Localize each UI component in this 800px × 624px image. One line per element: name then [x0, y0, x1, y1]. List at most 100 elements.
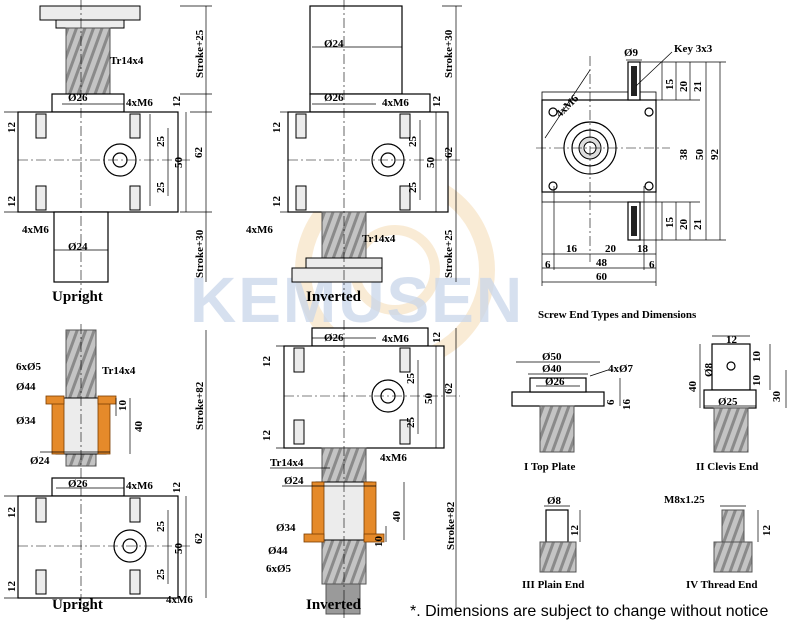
end-type-thread: M8x1.25 12 IV Thread End [664, 494, 773, 591]
upright-nut-labels: 6xØ5 Tr14x4 Ø44 Ø34 10 40 Ø24 Stroke+82 … [6, 361, 206, 613]
dim-stroke82: Stroke+82 [445, 501, 457, 550]
dim-d34: Ø34 [276, 522, 296, 534]
dim-92: 92 [709, 149, 721, 161]
inverted-nut-labels: Ø26 4xM6 12 12 12 25 25 50 62 Tr14x4 4xM… [261, 332, 457, 614]
dim-4xm6: 4xM6 [246, 224, 273, 236]
caption-upright: Upright [52, 597, 103, 613]
dim-m8x1.25: M8x1.25 [664, 494, 705, 506]
dim-stroke25: Stroke+25 [443, 229, 455, 278]
dim-10: 10 [117, 400, 129, 412]
dim-4xm6: 4xM6 [166, 594, 193, 606]
dim-60: 60 [596, 271, 608, 283]
dim-stroke30: Stroke+30 [194, 229, 206, 278]
dim-18: 18 [637, 243, 649, 255]
dim-25: 25 [405, 373, 417, 385]
dim-12: 12 [726, 334, 738, 346]
dim-25: 25 [155, 569, 167, 581]
dim-25: 25 [405, 417, 417, 429]
upright-top-drawing [4, 0, 212, 290]
dim-50: 50 [694, 149, 706, 161]
dim-12: 12 [171, 482, 183, 494]
dim-62: 62 [443, 383, 455, 395]
dim-20: 20 [678, 219, 690, 231]
end-type-plain: Ø8 12 III Plain End [522, 495, 584, 591]
dim-40: 40 [133, 421, 145, 433]
dim-d40: Ø40 [542, 363, 562, 375]
dim-12: 12 [6, 196, 18, 208]
dim-25: 25 [155, 136, 167, 148]
dim-20: 20 [605, 243, 617, 255]
dim-6xd5: 6xØ5 [266, 563, 292, 575]
dim-key3x3: Key 3x3 [674, 43, 713, 55]
dim-15: 15 [664, 217, 676, 229]
dim-12: 12 [761, 525, 773, 537]
dim-6: 6 [545, 259, 551, 271]
upright-top-labels: Tr14x4 Stroke+25 Ø26 4xM6 12 12 12 25 25… [6, 29, 206, 305]
dim-48: 48 [596, 257, 608, 269]
dim-6: 6 [605, 399, 617, 405]
dim-21: 21 [692, 219, 704, 230]
dim-40: 40 [391, 511, 403, 523]
dim-4xm6: 4xM6 [382, 333, 409, 345]
dim-50: 50 [173, 157, 185, 169]
dim-d9: Ø9 [624, 47, 639, 59]
caption-type1: I Top Plate [524, 461, 575, 473]
dim-stroke82: Stroke+82 [194, 381, 206, 430]
dim-tr14x4: Tr14x4 [110, 55, 144, 67]
caption-inverted: Inverted [306, 289, 362, 305]
dim-12: 12 [6, 122, 18, 134]
dim-d24: Ø24 [68, 241, 88, 253]
dim-12: 12 [171, 96, 183, 108]
caption-type3: III Plain End [522, 579, 584, 591]
dim-50: 50 [173, 543, 185, 555]
end-type-top-plate: Ø50 Ø40 Ø26 4xØ7 6 16 I Top Plate [511, 351, 634, 473]
dim-d24: Ø24 [30, 455, 50, 467]
dim-d26: Ø26 [324, 92, 344, 104]
dim-6: 6 [649, 259, 655, 271]
dim-stroke25: Stroke+25 [194, 29, 206, 78]
dim-30: 30 [771, 391, 783, 403]
dim-25: 25 [155, 182, 167, 194]
dim-d26: Ø26 [68, 478, 88, 490]
dim-62: 62 [443, 147, 455, 159]
dim-d25: Ø25 [718, 396, 738, 408]
dim-12: 12 [431, 96, 443, 108]
inverted-nut-drawing [270, 320, 460, 620]
dim-d50: Ø50 [542, 351, 562, 363]
dim-tr14x4: Tr14x4 [362, 233, 396, 245]
dim-62: 62 [193, 533, 205, 545]
dim-38: 38 [678, 149, 690, 161]
dim-d44: Ø44 [268, 545, 288, 557]
dim-50: 50 [425, 157, 437, 169]
dim-d44: Ø44 [16, 381, 36, 393]
dim-12: 12 [271, 122, 283, 134]
dim-12: 12 [261, 356, 273, 368]
dim-stroke30: Stroke+30 [443, 29, 455, 78]
dim-d24: Ø24 [284, 475, 304, 487]
footnote: *. Dimensions are subject to change with… [410, 603, 769, 620]
dim-16: 16 [621, 399, 633, 411]
dim-4xm6: 4xM6 [382, 97, 409, 109]
dim-d8: Ø8 [703, 362, 715, 377]
dim-25: 25 [155, 521, 167, 533]
dim-50: 50 [423, 393, 435, 405]
dim-12: 12 [6, 581, 18, 593]
dim-d8: Ø8 [547, 495, 562, 507]
dim-d26: Ø26 [68, 92, 88, 104]
dim-10: 10 [751, 375, 763, 387]
screw-end-title: Screw End Types and Dimensions [538, 309, 697, 321]
dim-4xm6: 4xM6 [126, 480, 153, 492]
upright-nut-drawing [4, 324, 207, 612]
caption-inverted: Inverted [306, 597, 362, 613]
dim-d34: Ø34 [16, 415, 36, 427]
dim-tr14x4: Tr14x4 [102, 365, 136, 377]
dim-6xd5: 6xØ5 [16, 361, 42, 373]
dim-16: 16 [566, 243, 578, 255]
dim-10: 10 [373, 536, 385, 548]
dim-12: 12 [271, 196, 283, 208]
top-view-labels: 4xM6 Ø9 Key 3x3 15 20 21 38 50 92 15 20 … [545, 43, 721, 283]
dim-12: 12 [261, 430, 273, 442]
dim-25: 25 [407, 182, 419, 194]
